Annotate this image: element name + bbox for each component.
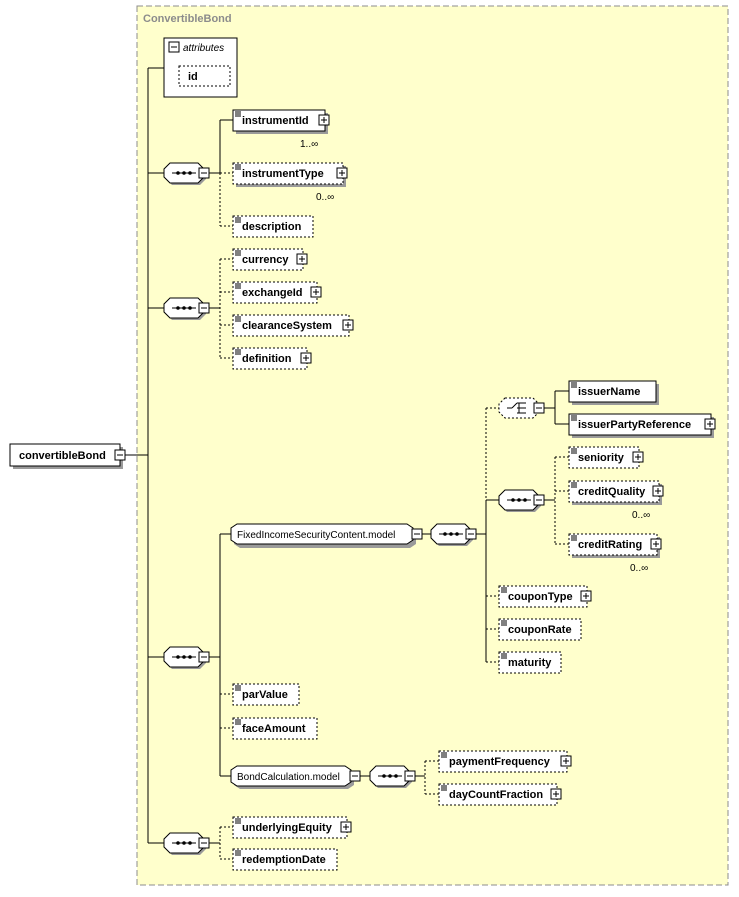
element-label: creditRating [578, 539, 642, 551]
element-label: instrumentType [242, 168, 324, 180]
sequence-compositor-1[interactable] [163, 162, 210, 185]
cardinality: 0..∞ [632, 510, 650, 521]
container-title: ConvertibleBond [143, 13, 232, 25]
element-issuerPartyReference[interactable]: issuerPartyReference [568, 413, 716, 438]
element-label: couponRate [508, 624, 572, 636]
element-creditQuality[interactable]: creditQuality 0..∞ [568, 480, 664, 521]
group-bond-calculation[interactable]: BondCalculation.model [230, 765, 361, 789]
element-clearanceSystem[interactable]: clearanceSystem [232, 314, 354, 337]
element-label: dayCountFraction [449, 789, 543, 801]
element-underlyingEquity[interactable]: underlyingEquity [232, 816, 352, 839]
element-label: maturity [508, 657, 552, 669]
group-label: FixedIncomeSecurityContent.model [237, 530, 395, 541]
element-currency[interactable]: currency [232, 248, 308, 271]
element-redemptionDate[interactable]: redemptionDate [232, 848, 338, 871]
element-label: underlyingEquity [242, 822, 333, 834]
element-label: clearanceSystem [242, 320, 332, 332]
element-label: description [242, 221, 302, 233]
group-fixed-income-security-content[interactable]: FixedIncomeSecurityContent.model [230, 523, 423, 548]
attribute-id-label: id [188, 71, 198, 83]
element-label: instrumentId [242, 115, 309, 127]
element-issuerName[interactable]: issuerName [568, 380, 659, 405]
cardinality: 0..∞ [630, 563, 648, 574]
element-definition[interactable]: definition [232, 347, 312, 370]
connector-lines [125, 67, 569, 860]
sequence-compositor-credit[interactable] [498, 489, 545, 512]
sequence-compositor-2[interactable] [163, 297, 210, 320]
element-dayCountFraction[interactable]: dayCountFraction [438, 783, 562, 806]
sequence-compositor-bond-calc[interactable] [369, 765, 416, 788]
group-label: BondCalculation.model [237, 772, 340, 783]
element-couponType[interactable]: couponType [498, 585, 592, 608]
element-description[interactable]: description [232, 215, 314, 238]
element-label: definition [242, 353, 292, 365]
element-creditRating[interactable]: creditRating 0..∞ [568, 533, 662, 574]
sequence-compositor-4[interactable] [163, 832, 210, 855]
element-label: exchangeId [242, 287, 303, 299]
sequence-compositor-3[interactable] [163, 646, 210, 669]
element-faceAmount[interactable]: faceAmount [232, 717, 318, 740]
element-maturity[interactable]: maturity [498, 651, 562, 674]
element-paymentFrequency[interactable]: paymentFrequency [438, 750, 572, 773]
element-instrumentId[interactable]: instrumentId 1..∞ [232, 109, 330, 150]
element-label: issuerName [578, 386, 640, 398]
element-label: creditQuality [578, 486, 646, 498]
attributes-header: attributes [183, 43, 224, 54]
element-label: redemptionDate [242, 854, 326, 866]
element-exchangeId[interactable]: exchangeId [232, 281, 322, 304]
container-frame [136, 5, 729, 886]
element-label: paymentFrequency [449, 756, 551, 768]
root-element-label: convertibleBond [19, 450, 106, 462]
element-label: currency [242, 254, 289, 266]
element-label: seniority [578, 452, 625, 464]
element-label: couponType [508, 591, 573, 603]
attribute-id[interactable] [178, 65, 231, 87]
cardinality: 1..∞ [300, 139, 318, 150]
choice-compositor-issuer[interactable] [498, 397, 545, 419]
attributes-group: attributes id [163, 37, 238, 98]
element-label: issuerPartyReference [578, 419, 691, 431]
element-parValue[interactable]: parValue [232, 683, 300, 706]
sequence-compositor-fixed-income[interactable] [430, 523, 477, 546]
root-element[interactable]: convertibleBond [9, 443, 126, 469]
element-couponRate[interactable]: couponRate [498, 618, 582, 641]
element-instrumentType[interactable]: instrumentType 0..∞ [232, 162, 348, 203]
element-label: faceAmount [242, 723, 306, 735]
element-seniority[interactable]: seniority [568, 446, 644, 469]
cardinality: 0..∞ [316, 192, 334, 203]
element-label: parValue [242, 689, 288, 701]
